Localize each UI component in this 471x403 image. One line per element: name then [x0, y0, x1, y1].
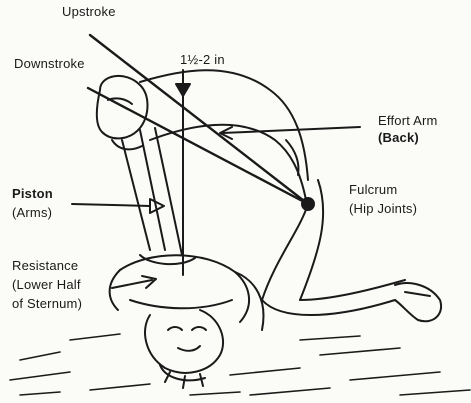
label-downstroke: Downstroke — [14, 56, 85, 71]
floor-hatching — [10, 334, 470, 395]
resistance-pointer — [112, 276, 156, 288]
label-back: (Back) — [378, 130, 419, 145]
label-effort-arm: Effort Arm — [378, 113, 438, 128]
label-upstroke: Upstroke — [62, 4, 116, 19]
label-resistance: Resistance — [12, 258, 78, 273]
label-lower-half: (Lower Half — [12, 277, 81, 292]
label-of-sternum: of Sternum) — [12, 296, 82, 311]
victim-figure — [110, 255, 264, 388]
downstroke-line — [88, 88, 308, 204]
label-hip-joints: (Hip Joints) — [349, 201, 417, 216]
label-piston: Piston — [12, 186, 53, 201]
label-arms: (Arms) — [12, 205, 52, 220]
label-fulcrum: Fulcrum — [349, 182, 397, 197]
label-depth: 1½-2 in — [180, 52, 225, 67]
piston-pointer — [72, 199, 164, 213]
depth-arrow — [176, 70, 190, 275]
effort-arm-pointer — [220, 127, 360, 139]
